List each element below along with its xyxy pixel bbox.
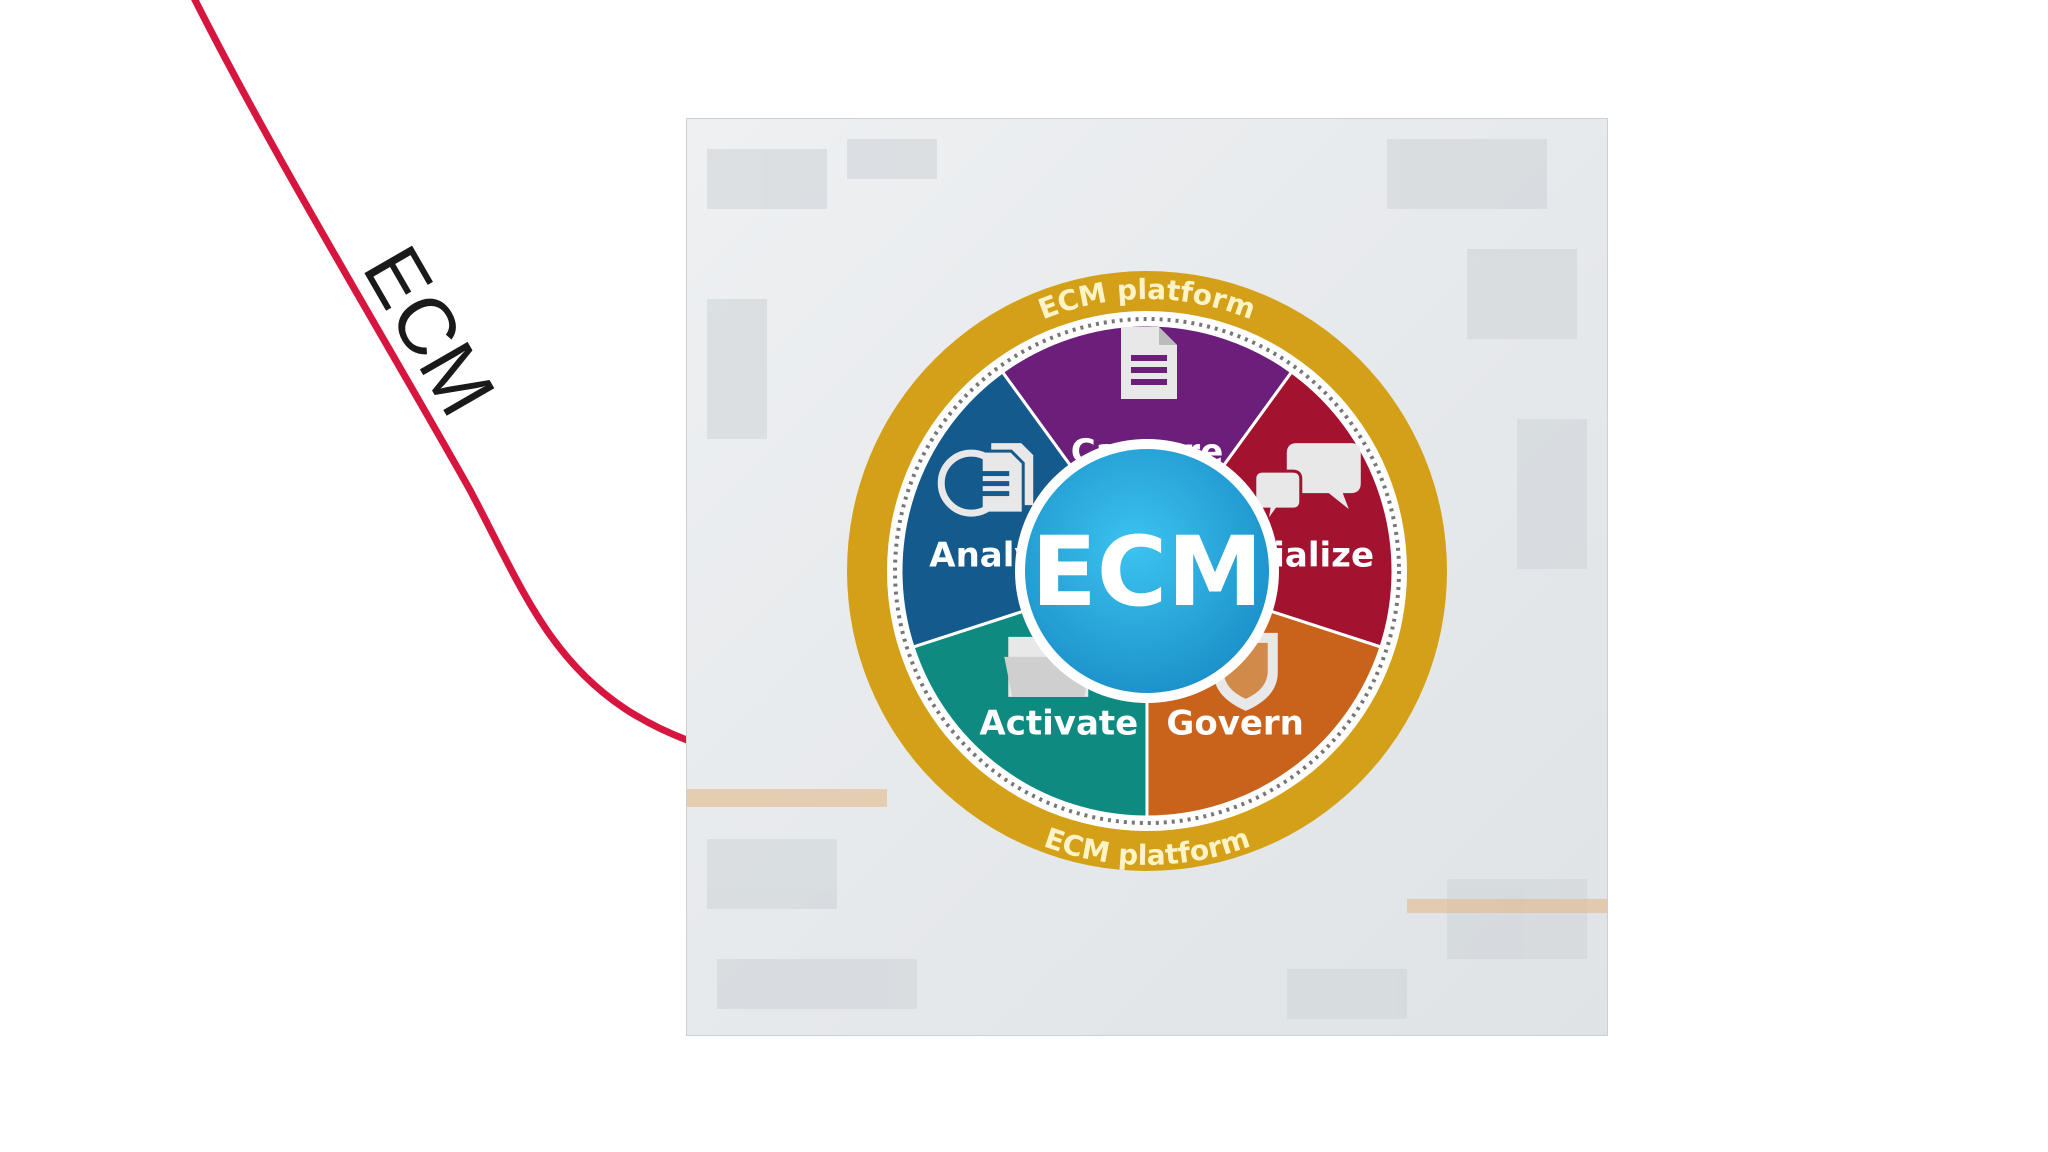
analyze-documents-icon xyxy=(937,443,1034,517)
segment-label-activate: Activate xyxy=(979,703,1138,743)
segment-label-govern: Govern xyxy=(1166,703,1303,743)
platform-ring-dots xyxy=(893,317,1401,825)
document-icon xyxy=(1121,327,1177,399)
background-road xyxy=(687,789,887,807)
ecm-wheel: CaptureSocializeGovernActivateAnalyze EC… xyxy=(687,119,1607,1035)
chat-bubbles-icon xyxy=(1253,443,1361,524)
ecm-diagram: CaptureSocializeGovernActivateAnalyze EC… xyxy=(686,118,1608,1036)
background-blocks xyxy=(707,139,1587,1019)
background-road-right xyxy=(1407,899,1607,913)
center-circle xyxy=(1025,449,1269,693)
center-label: ECM xyxy=(1031,516,1263,628)
